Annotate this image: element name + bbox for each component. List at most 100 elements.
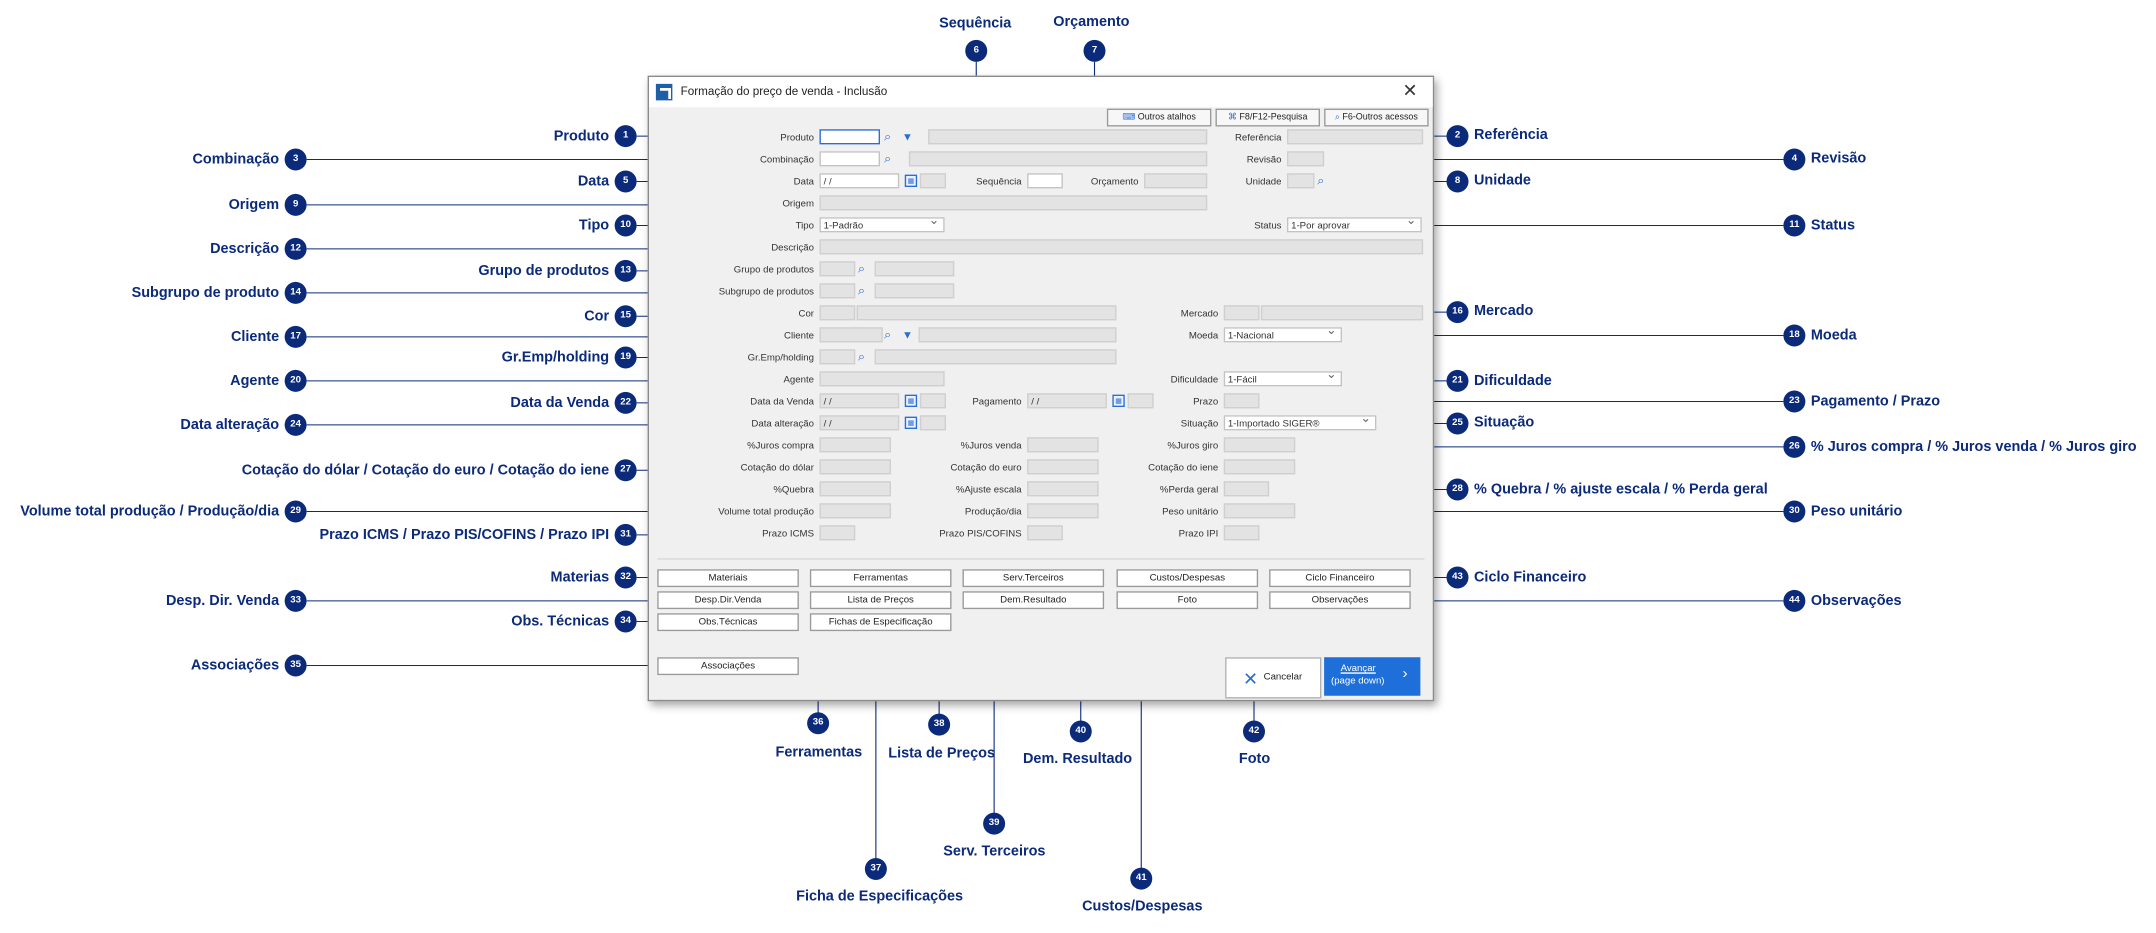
callout-badge: 15 [614, 305, 637, 328]
peso-unitario-input[interactable] [1223, 503, 1296, 519]
search-icon[interactable]: ⌕ [884, 129, 892, 143]
mercado-label: Mercado [1180, 309, 1219, 319]
situacao-select[interactable]: 1-Importado SIGER® [1223, 415, 1377, 431]
pesquisa-button[interactable]: ⌘ F8/F12-Pesquisa [1215, 108, 1320, 127]
ajuste-escala-label: %Ajuste escala [955, 485, 1022, 495]
cor-input[interactable] [819, 305, 856, 321]
calendar-icon[interactable]: ▦ [1112, 394, 1125, 407]
data-alteracao-input[interactable]: / / [819, 415, 900, 431]
prazo-icms-input[interactable] [819, 525, 856, 541]
calendar-icon[interactable]: ▦ [904, 394, 918, 407]
callout-label: Associações [190, 657, 280, 674]
status-select[interactable]: 1-Por aprovar [1287, 217, 1422, 233]
cotacao-iene-input[interactable] [1223, 459, 1296, 475]
ajuste-escala-input[interactable] [1027, 481, 1099, 497]
callout-badge: 29 [284, 500, 307, 523]
callout-badge: 41 [1130, 867, 1153, 890]
prazo-ipi-input[interactable] [1223, 525, 1260, 541]
revisao-input[interactable] [1287, 151, 1325, 167]
materiais-button[interactable]: Materiais [657, 569, 799, 588]
search-icon[interactable]: ⌕ [858, 349, 865, 363]
juros-compra-input[interactable] [819, 437, 891, 453]
callout-badge: 16 [1446, 301, 1469, 324]
orcamento-input[interactable] [1144, 173, 1208, 189]
pagamento-input[interactable]: / / [1027, 393, 1107, 409]
callout-label: Ferramentas [775, 743, 863, 761]
ferramentas-button[interactable]: Ferramentas [809, 569, 952, 588]
calendar-icon[interactable]: ▦ [904, 174, 918, 187]
calendar-icon[interactable]: ▦ [904, 416, 918, 429]
sequencia-input[interactable] [1027, 173, 1063, 189]
referencia-input[interactable] [1287, 129, 1424, 145]
callout-label: Prazo ICMS / Prazo PIS/COFINS / Prazo IP… [319, 526, 610, 544]
search-icon[interactable]: ⌕ [1317, 173, 1325, 187]
search-icon: ⌕ [1334, 112, 1340, 123]
callout-label: Obs. Técnicas [511, 613, 610, 630]
close-icon: ✕ [1243, 668, 1258, 689]
desp-dir-venda-button[interactable]: Desp.Dir.Venda [657, 591, 799, 610]
cancelar-button[interactable]: ✕ Cancelar [1225, 657, 1322, 699]
mercado-input[interactable] [1223, 305, 1260, 321]
subgrupo-produtos-input[interactable] [819, 283, 856, 299]
cotacao-euro-input[interactable] [1027, 459, 1099, 475]
dropdown-arrow-icon[interactable]: ▼ [902, 130, 913, 143]
callout-badge: 43 [1446, 566, 1469, 589]
combinacao-label: Combinação [759, 155, 814, 165]
juros-venda-input[interactable] [1027, 437, 1099, 453]
produto-input[interactable] [819, 129, 880, 145]
fichas-especificacao-button[interactable]: Fichas de Especificação [809, 613, 952, 632]
search-icon[interactable]: ⌕ [884, 151, 892, 165]
callout-label: Tipo [578, 217, 610, 234]
search-icon[interactable]: ⌕ [884, 327, 892, 341]
lista-precos-button[interactable]: Lista de Preços [809, 591, 952, 610]
dropdown-arrow-icon[interactable]: ▼ [902, 328, 913, 341]
gr-emp-holding-input[interactable] [819, 349, 856, 365]
callout-label: Situação [1474, 413, 1535, 431]
cor-label: Cor [798, 309, 814, 319]
tipo-select[interactable]: 1-Padrão [819, 217, 945, 233]
prazo-pis-cofins-input[interactable] [1027, 525, 1063, 541]
origem-input[interactable] [819, 195, 1208, 211]
data-venda-input[interactable]: / / [819, 393, 900, 409]
observacoes-button[interactable]: Observações [1269, 591, 1411, 610]
volume-total-producao-input[interactable] [819, 503, 891, 519]
data-input[interactable]: / / [819, 173, 900, 189]
dificuldade-label: Dificuldade [1170, 375, 1219, 385]
combinacao-input[interactable] [819, 151, 880, 167]
close-icon[interactable]: ✕ [1402, 79, 1418, 101]
quebra-input[interactable] [819, 481, 891, 497]
juros-giro-label: %Juros giro [1167, 441, 1219, 451]
cliente-input[interactable] [819, 327, 883, 343]
callout-badge: 20 [284, 369, 307, 392]
cotacao-dolar-input[interactable] [819, 459, 891, 475]
serv-terceiros-button[interactable]: Serv.Terceiros [962, 569, 1105, 588]
agente-input[interactable] [819, 371, 945, 387]
callout-label: Materias [550, 569, 610, 586]
custos-despesas-button[interactable]: Custos/Despesas [1116, 569, 1259, 588]
callout-badge: 40 [1069, 720, 1092, 743]
associacoes-button[interactable]: Associações [657, 657, 799, 676]
moeda-select[interactable]: 1-Nacional [1223, 327, 1342, 343]
search-icon[interactable]: ⌕ [858, 283, 865, 297]
juros-giro-input[interactable] [1223, 437, 1296, 453]
perda-geral-input[interactable] [1223, 481, 1270, 497]
avancar-button[interactable]: Avançar (page down) › [1324, 657, 1421, 696]
unidade-input[interactable] [1287, 173, 1315, 189]
callout-badge: 31 [614, 523, 637, 546]
outros-acessos-button[interactable]: ⌕ F6-Outros acessos [1324, 108, 1429, 127]
callout-badge: 34 [614, 610, 637, 633]
subgrupo-produtos-label: Subgrupo de produtos [718, 287, 814, 297]
dem-resultado-button[interactable]: Dem.Resultado [962, 591, 1105, 610]
callout-label: Cotação do dólar / Cotação do euro / Cot… [241, 462, 610, 479]
dificuldade-select[interactable]: 1-Fácil [1223, 371, 1342, 387]
callout-badge: 12 [284, 237, 307, 260]
prazo-input[interactable] [1223, 393, 1260, 409]
producao-dia-input[interactable] [1027, 503, 1099, 519]
descricao-input[interactable] [819, 239, 1424, 255]
obs-tecnicas-button[interactable]: Obs.Técnicas [657, 613, 799, 632]
search-icon[interactable]: ⌕ [858, 261, 865, 275]
grupo-produtos-input[interactable] [819, 261, 856, 277]
outros-atalhos-button[interactable]: ⌨ Outros atalhos [1106, 108, 1212, 127]
ciclo-financeiro-button[interactable]: Ciclo Financeiro [1269, 569, 1411, 588]
foto-button[interactable]: Foto [1116, 591, 1259, 610]
